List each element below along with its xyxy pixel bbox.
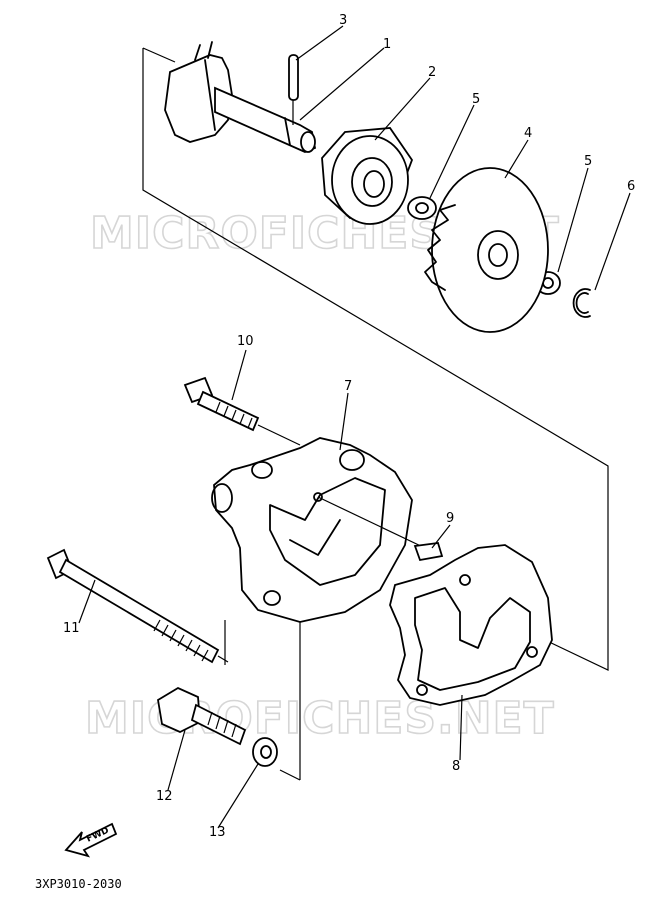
callout-13: 13: [209, 825, 226, 840]
callout-7: 7: [344, 379, 352, 394]
callout-1: 1: [383, 37, 391, 52]
bolt-long: [46, 548, 229, 664]
watermark-bottom: MICROFICHES.NET: [85, 693, 555, 744]
callout-11: 11: [63, 621, 80, 636]
washer-upper: [407, 196, 437, 220]
callout-5: 5: [472, 92, 480, 107]
diagram-code: 3XP3010-2030: [35, 877, 122, 891]
callout-9: 9: [446, 511, 454, 526]
pin: [288, 54, 299, 125]
callout-6: 6: [627, 179, 635, 194]
impeller-gear: [424, 167, 549, 333]
impeller-shaft: [164, 41, 317, 153]
callout-2: 2: [428, 65, 436, 80]
callout-4: 4: [524, 126, 532, 141]
pump-housing: [211, 437, 426, 623]
bolt-short: [183, 376, 301, 446]
forward-arrow-icon: FWD: [64, 822, 118, 858]
callout-10: 10: [237, 334, 254, 349]
callout-5-second: 5: [584, 154, 592, 169]
callout-8: 8: [452, 759, 460, 774]
callout-12: 12: [156, 789, 173, 804]
circlip: [572, 288, 591, 318]
sealing-washer: [252, 737, 278, 767]
callout-3: 3: [339, 13, 347, 28]
bearing: [321, 127, 414, 225]
flange-bolt: [157, 686, 247, 746]
dowel-pin: [413, 542, 444, 562]
gasket: [389, 544, 553, 706]
leader-lines: [78, 25, 631, 829]
